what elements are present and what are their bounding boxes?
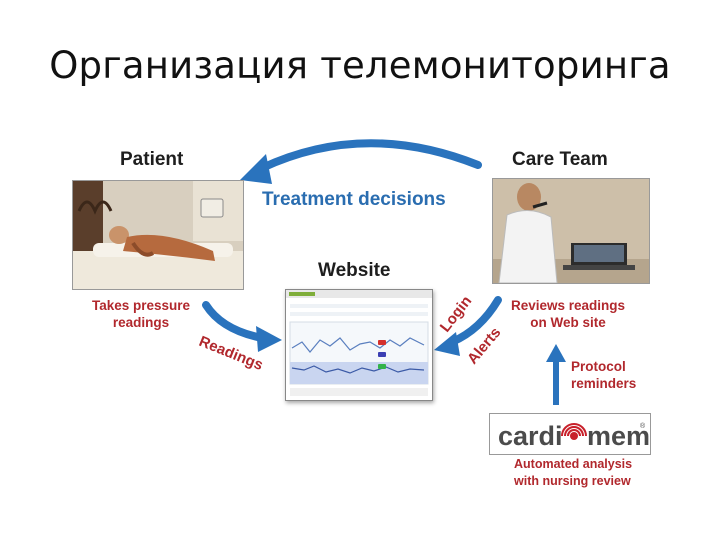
website-label: Website: [318, 260, 391, 281]
cardiomems-logo: cardi mems ®: [489, 413, 665, 455]
top-arrow-head: [240, 154, 272, 184]
website-mini-chart: [286, 290, 432, 396]
reviews-readings-label: Reviews readings on Web site: [510, 298, 626, 330]
top-curved-arrow: [258, 139, 482, 172]
website-screenshot: [285, 289, 433, 401]
care-team-photo: [492, 178, 650, 284]
readings-arrow: [202, 301, 266, 342]
patient-photo: [72, 180, 244, 290]
automated-analysis-label: Automated analysis with nursing review: [514, 457, 633, 488]
patient-label: Patient: [120, 149, 184, 170]
care-team-illustration: [493, 179, 649, 283]
takes-pressure-label: Takes pressure readings: [91, 298, 191, 330]
cardiomems-logo-graphic: cardi mems ®: [498, 421, 665, 451]
patient-illustration: [73, 181, 243, 289]
treatment-decisions-label: Treatment decisions: [262, 189, 446, 210]
protocol-reminders-label: Protocol reminders: [571, 359, 637, 391]
logo-registered: ®: [640, 422, 646, 430]
readings-arrow-head: [256, 326, 282, 352]
login-arrow-head: [434, 332, 460, 356]
protocol-arrow-head: [546, 344, 566, 362]
logo-text-left: cardi: [498, 421, 563, 451]
care-team-label: Care Team: [512, 149, 608, 170]
page-title: Организация телемониторинга: [49, 44, 671, 87]
